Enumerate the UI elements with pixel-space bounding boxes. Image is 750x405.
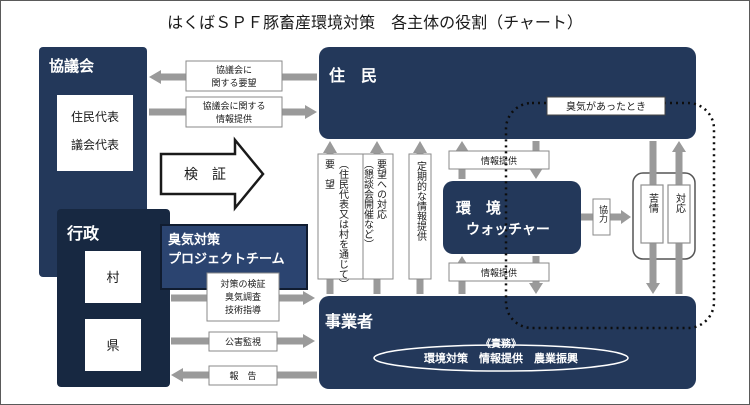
kyogikai-label: 協議会 [49, 57, 94, 75]
project-team-line2: プロジェクトチーム [168, 252, 285, 267]
taio-label: 対応 [674, 192, 686, 213]
label-joho-top [448, 150, 550, 170]
label-kyogikai-joho [185, 96, 283, 128]
jumin-label: 住 民 [329, 66, 377, 85]
kensho-label: 検 証 [184, 167, 226, 183]
ken-box [85, 319, 141, 371]
svg-text:（住民代表又は村を通じて）: （住民代表又は村を通じて） [337, 159, 349, 289]
label-kyogikai-youbou [185, 60, 283, 92]
svg-text:情報提供: 情報提供 [216, 113, 252, 125]
svg-text:協議会に: 協議会に [216, 64, 252, 76]
watcher-box [443, 181, 581, 254]
svg-text:関する要望: 関する要望 [211, 77, 256, 89]
label-kyoryoku [592, 198, 611, 236]
odor-label: 臭気があったとき [566, 100, 646, 113]
watcher-line1: 環 境 [456, 199, 501, 217]
label-taio [362, 153, 394, 280]
duty-items: 環境対策 情報提供 農業振興 [424, 351, 578, 365]
diagram-title: はくばＳＰＦ豚畜産環境対策 各主体の役割（チャート） [167, 13, 583, 32]
kujo-label: 苦情 [647, 192, 659, 214]
label-hokoku [208, 365, 278, 386]
svg-text:情報提供: 情報提供 [481, 155, 517, 167]
svg-text:報 告: 報 告 [229, 370, 256, 382]
gyosei-label: 行政 [66, 224, 100, 243]
kensho-arrow [159, 136, 265, 212]
jigyosha-label: 事業者 [325, 312, 373, 331]
jumin-box [319, 47, 696, 139]
label-youbou [317, 153, 365, 280]
kyogikai-members-box [57, 95, 133, 171]
label-kensho-group [206, 272, 280, 322]
svg-text:情報提供: 情報提供 [481, 267, 517, 279]
svg-text:対策の検証: 対策の検証 [220, 278, 265, 290]
label-teiki-joho [408, 153, 432, 280]
svg-text:定期的な情報提供: 定期的な情報提供 [415, 160, 427, 242]
watcher-line2: ウォッチャー [466, 222, 550, 238]
mura-label: 村 [106, 271, 119, 286]
svg-text:（懇談会開催など）: （懇談会開催など） [362, 159, 374, 249]
label-kogai-kanshi [208, 331, 278, 352]
project-team-line1: 臭気対策 [168, 232, 221, 248]
duty-title: 《責務》 [481, 337, 521, 350]
member-gikai-daihyo: 議会代表 [71, 138, 119, 152]
svg-text:臭気調査: 臭気調査 [225, 291, 261, 303]
svg-text:要望への対応: 要望への対応 [375, 159, 387, 219]
label-joho-bottom [448, 262, 550, 282]
duty-ellipse [373, 344, 629, 372]
odor-label-box [546, 96, 666, 116]
taio-box [667, 184, 691, 244]
mura-box [85, 251, 141, 303]
ken-label: 県 [106, 339, 119, 354]
svg-text:協力: 協力 [597, 204, 608, 224]
member-jumin-daihyo: 住民代表 [71, 110, 119, 124]
svg-text:公害監視: 公害監視 [225, 336, 261, 348]
svg-text:要 望: 要 望 [323, 159, 335, 189]
kujo-box [640, 184, 664, 244]
svg-text:協議会に関する: 協議会に関する [202, 100, 265, 112]
svg-text:技術指導: 技術指導 [225, 304, 261, 316]
